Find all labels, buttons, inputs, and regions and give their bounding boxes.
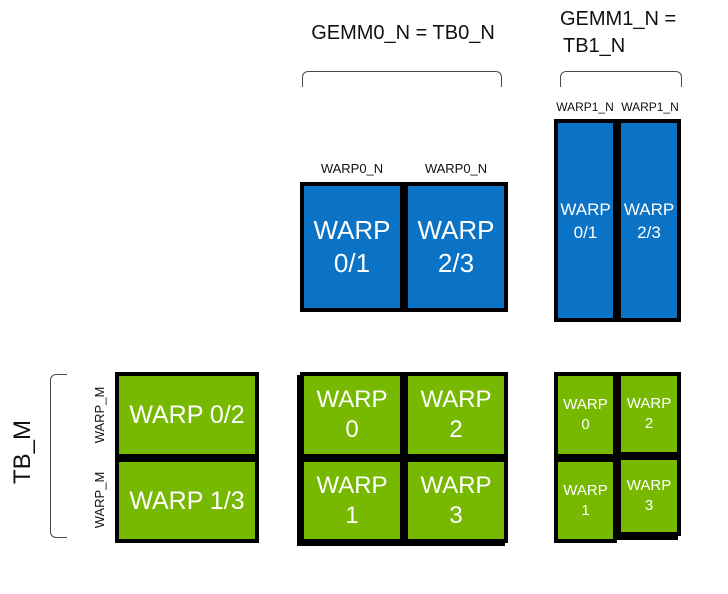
warp-tile-label: WARP: [563, 396, 608, 413]
warp-tile-label: WARP: [316, 386, 388, 413]
mid-grid-warp-2: WARP 2: [404, 372, 508, 458]
mid-grid-warp-0: WARP 0: [300, 372, 404, 458]
warp-tile-label: 1: [345, 501, 359, 529]
warp-tile-label: WARP: [560, 199, 611, 219]
gemm0-n-bracket: [302, 71, 502, 87]
gemm1-n-caption-line2: TB1_N: [563, 35, 626, 57]
warp-m-label: WARP_M: [92, 386, 107, 444]
warp-tile-label: 0/1: [333, 248, 371, 278]
warp-tile-label: WARP: [420, 386, 492, 413]
warp-tile-label: 3: [449, 501, 463, 529]
warp-tile-label: WARP: [563, 481, 608, 499]
warp1-n-label: WARP1_N: [621, 100, 679, 114]
tb-m-bracket: [50, 374, 67, 538]
warp-tile-label: WARP: [626, 395, 672, 412]
warp-tile-label: 3: [644, 497, 654, 514]
gemm1-n-caption: GEMM1_N = TB1_N: [560, 6, 700, 60]
warp-tile-label: WARP: [623, 199, 675, 219]
warp-tile-label: 2/3: [637, 222, 661, 242]
warp-tile-label: WARP: [417, 215, 495, 245]
warp-tile-label: 0/1: [573, 222, 598, 242]
warp-tile-label: 0: [345, 416, 359, 443]
gemm0-warp-tile-01: WARP 0/1: [300, 182, 404, 312]
right-grid-warp-0: WARP 0: [554, 372, 617, 458]
right-grid-warp-3: WARP 3: [617, 456, 681, 536]
gemm0-warp-tile-23: WARP 2/3: [404, 182, 508, 312]
m-block-warp-13: WARP 1/3: [115, 458, 259, 543]
warp-tile-label: WARP: [313, 215, 391, 245]
gemm1-warp-tile-23: WARP 2/3: [617, 119, 681, 322]
warp-tile-label: WARP 1/3: [129, 486, 245, 515]
warp-tile-label: 2: [449, 416, 463, 443]
right-grid-warp-1: WARP 1: [554, 458, 617, 543]
mid-grid-warp-1: WARP 1: [300, 458, 404, 543]
gemm1-n-caption-line1: GEMM1_N =: [560, 8, 677, 30]
warp0-n-label: WARP0_N: [320, 161, 384, 176]
warp-tile-label: 0: [581, 416, 590, 433]
warp-tile-label: 2/3: [437, 248, 475, 278]
warp-tile-label: 2: [644, 415, 654, 432]
m-block-warp-02: WARP 0/2: [115, 372, 259, 458]
mid-grid-warp-3: WARP 3: [404, 458, 508, 543]
tb-m-caption: TB_M: [9, 420, 36, 485]
warp-tile-label: WARP: [316, 471, 388, 499]
gemm1-n-bracket: [560, 71, 682, 87]
right-grid-warp-2: WARP 2: [617, 372, 681, 456]
warp-tile-label: WARP: [626, 477, 672, 494]
gemm0-n-caption: GEMM0_N = TB0_N: [311, 22, 495, 44]
gemm1-warp-tile-01: WARP 0/1: [554, 119, 617, 322]
warp-tile-label: WARP: [420, 471, 492, 499]
warp0-n-label: WARP0_N: [424, 161, 488, 176]
warp-tile-label: WARP 0/2: [129, 401, 245, 429]
warp-m-label: WARP_M: [92, 471, 107, 529]
warp-tile-label: 1: [581, 501, 590, 519]
warp1-n-label: WARP1_N: [556, 100, 614, 114]
